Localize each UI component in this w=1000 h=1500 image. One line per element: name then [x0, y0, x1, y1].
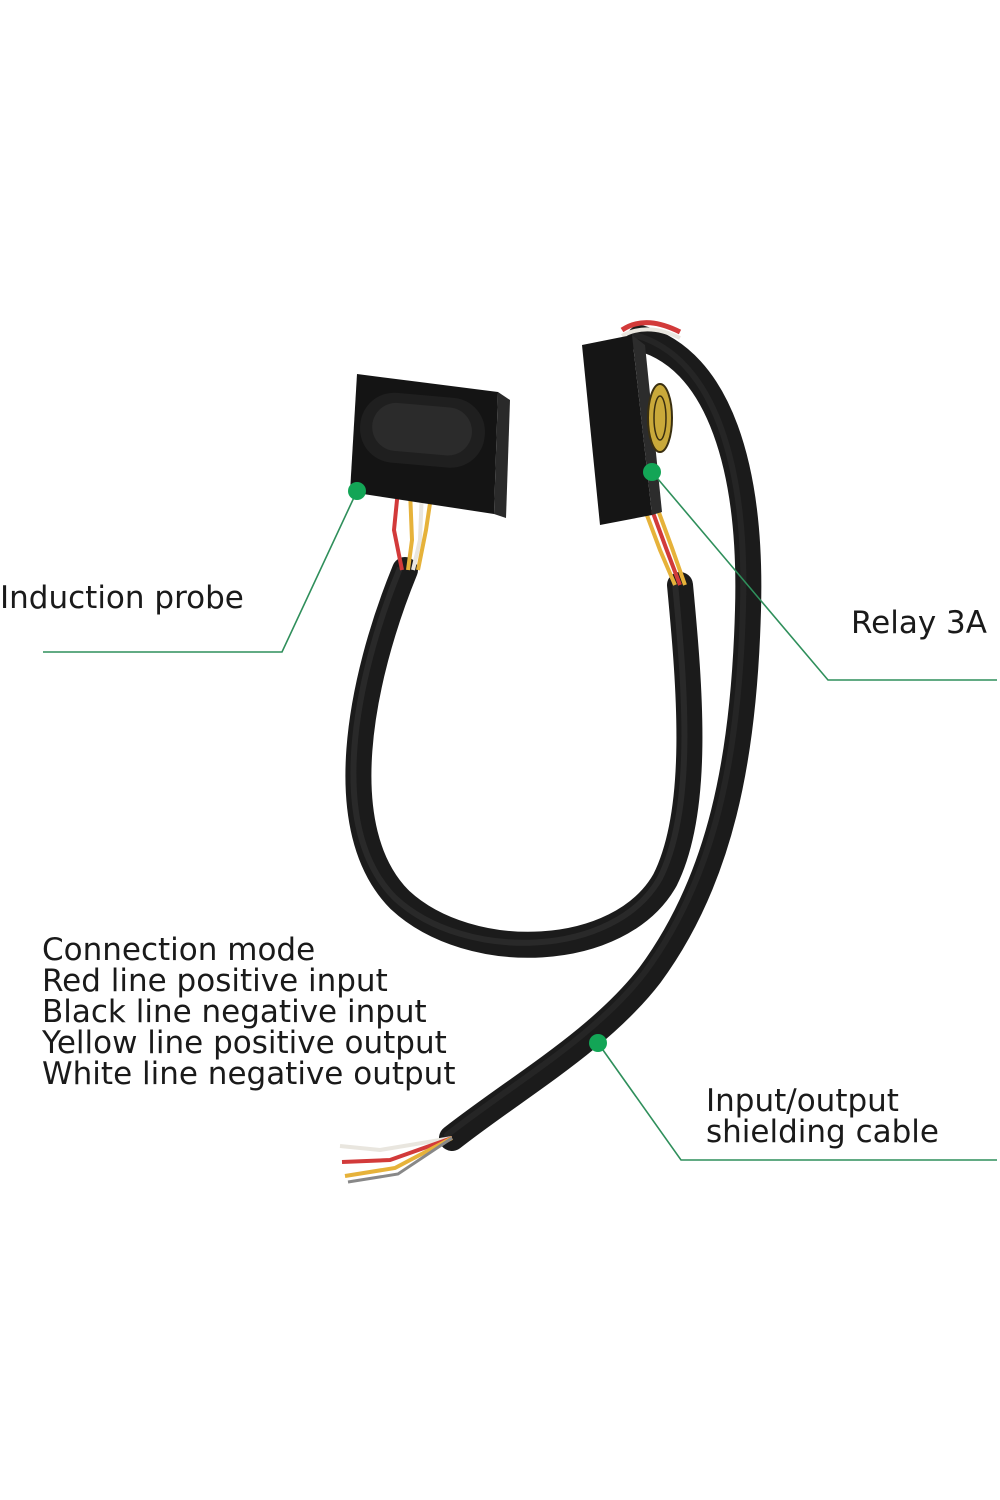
shielding-cable-label-line-1: Input/output — [706, 1083, 899, 1119]
connection-line-black: Black line negative input — [42, 994, 427, 1030]
shielding-cable-label-line-2: shielding cable — [706, 1114, 939, 1150]
connection-line-white: White line negative output — [42, 1056, 456, 1092]
connection-mode-title: Connection mode — [42, 932, 316, 968]
induction-probe-label: Induction probe — [0, 580, 244, 616]
connection-line-yellow: Yellow line positive output — [42, 1025, 447, 1061]
callout-dot-cable — [589, 1034, 607, 1052]
cable-tail-wires — [339, 1136, 453, 1184]
callout-line-probe — [43, 490, 358, 653]
relay-label: Relay 3A — [851, 605, 987, 641]
shielding-cable — [439, 325, 762, 1151]
callout-line-cable — [597, 1042, 997, 1161]
callout-line-relay — [651, 471, 997, 681]
shielding-cable-label: Input/output shielding cable — [706, 1086, 939, 1148]
relay-top-wires — [620, 320, 682, 340]
loop-cable — [345, 557, 703, 958]
callout-dot-probe — [348, 482, 366, 500]
connection-line-red: Red line positive input — [42, 963, 388, 999]
relay-wires — [643, 509, 687, 586]
relay-sticker — [647, 383, 673, 453]
callout-dots — [348, 463, 661, 1052]
relay-module — [582, 335, 673, 525]
callout-lines — [43, 471, 997, 1161]
induction-probe — [350, 374, 510, 518]
connection-mode-block: Connection mode Red line positive input … — [42, 935, 455, 1090]
callout-dot-relay — [643, 463, 661, 481]
